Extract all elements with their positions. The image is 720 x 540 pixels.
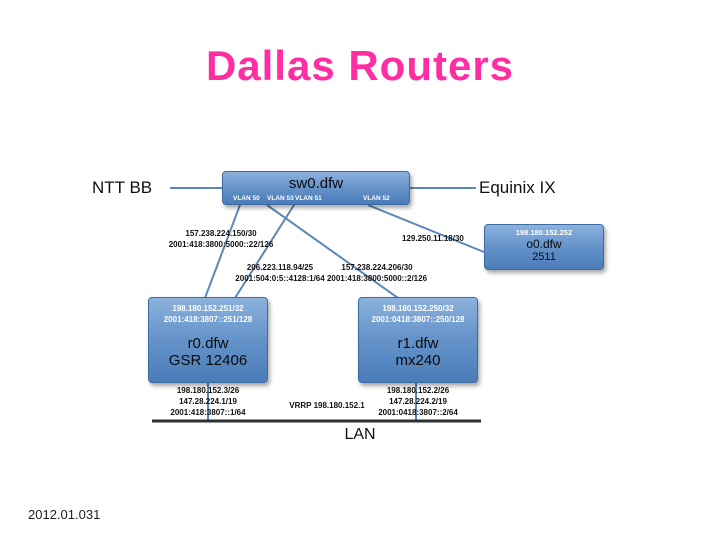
console-server-box: 198.180.152.252 o0.dfw 2511 — [484, 224, 604, 270]
router-r0-box: 198.180.152.251/32 2001:418:3807::251/12… — [148, 297, 268, 383]
vlan-53-label: VLAN 53 — [267, 195, 294, 202]
r1-lan-ipv6: 2001:0418:3807::2/64 — [378, 408, 458, 418]
vlan-52-label: VLAN 52 — [363, 195, 390, 202]
equinix-link-ipv6: 2001:504:0:5::4128:1/64 — [235, 273, 325, 283]
slide-footer: 2012.01.031 — [28, 507, 101, 522]
r1-ipv4: 198.180.152.250/32 — [382, 304, 454, 313]
console-link-label: 129.250.11.18/30 — [402, 234, 482, 245]
console-ip: 198.180.152.252 — [515, 228, 573, 237]
page-title: Dallas Routers — [205, 42, 515, 89]
equinix-link-label: 206.223.118.94/25 2001:504:0:5::4128:1/6… — [224, 263, 336, 285]
equinix-link-ipv4: 206.223.118.94/25 — [246, 263, 314, 272]
r0-ipv4: 198.180.152.251/32 — [172, 304, 244, 313]
r1-link-label: 157.238.224.206/30 2001:418:3800:5000::2… — [318, 263, 436, 285]
console-model: 2511 — [532, 251, 556, 263]
r0-lan-ipv4: 198.180.152.3/26 — [176, 386, 240, 395]
ntt-bb-label: NTT BB — [92, 178, 153, 197]
vrrp-label: VRRP 198.180.152.1 — [289, 401, 365, 410]
r1-lan-ipv4b: 147.28.224.2/19 — [389, 397, 447, 407]
console-link-ip: 129.250.11.18/30 — [402, 234, 464, 243]
r1-lan-ipv4: 198.180.152.2/26 — [386, 386, 450, 395]
ntt-link-ipv6: 2001:418:3800:5000::22/126 — [168, 239, 274, 249]
console-name: o0.dfw — [526, 237, 562, 251]
vlan-50-label: VLAN 50 — [233, 195, 260, 202]
r0-lan-ipv4b: 147.28.224.1/19 — [179, 397, 237, 407]
vlan-51-label: VLAN 51 — [295, 195, 322, 202]
r0-name: r0.dfw — [187, 334, 229, 352]
r1-model: mx240 — [395, 351, 441, 369]
r0-model: GSR 12406 — [168, 351, 248, 369]
r1-lan-ips: 198.180.152.2/26 147.28.224.2/19 2001:04… — [362, 385, 474, 419]
line-vlan52-to-o0 — [367, 204, 485, 253]
equinix-ix-label: Equinix IX — [479, 178, 556, 197]
r1-name: r1.dfw — [397, 334, 439, 352]
ntt-link-label: 157.238.224.150/30 2001:418:3800:5000::2… — [165, 229, 277, 251]
r0-lan-ipv6: 2001:418:3807::1/64 — [170, 408, 246, 418]
r0-lan-ips: 198.180.152.3/26 147.28.224.1/19 2001:41… — [152, 385, 264, 419]
r1-ipv6: 2001:0418:3807::250/128 — [371, 314, 465, 324]
switch-sw0-box: sw0.dfw VLAN 50 VLAN 53 VLAN 51 VLAN 52 — [222, 171, 410, 205]
r0-ipv6: 2001:418:3807::251/128 — [163, 314, 253, 324]
ntt-link-ipv4: 157.238.224.150/30 — [185, 229, 257, 238]
switch-name: sw0.dfw — [288, 175, 344, 192]
router-r1-box: 198.180.152.250/32 2001:0418:3807::250/1… — [358, 297, 478, 383]
lan-label: LAN — [344, 426, 376, 443]
r1-link-ipv4: 157.238.224.206/30 — [341, 263, 413, 272]
r1-link-ipv6: 2001:418:3800:5000::2/126 — [326, 273, 428, 283]
